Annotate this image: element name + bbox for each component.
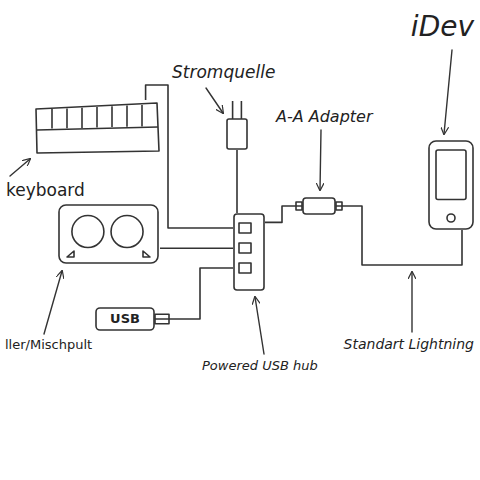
cable [160,248,233,250]
stick-label: USB [110,311,140,327]
callout-label: A-A Adapter [274,107,375,126]
keyboard-drawing: keyboard [33,100,161,155]
idevice: iDev [428,140,474,230]
leader-line [206,88,223,113]
adapter: A-A Adapter [302,197,336,215]
leader-line [411,272,412,332]
usb-hub-outline [233,213,265,291]
cable [236,150,238,213]
callout-label: Powered USB hub [200,358,320,374]
cable [336,206,462,265]
callout-label: iDev [409,10,476,44]
power-plug: Stromquelle [226,118,248,150]
cable-label: Standart Lightning [342,336,476,353]
callout-label: keyboard [4,180,87,200]
idevice-outline [428,140,474,230]
leader-line [320,130,321,190]
usb-stick: USB [95,307,155,331]
controller-drawing-outline [57,203,160,265]
cable [155,268,233,319]
cable [146,85,233,228]
usb-hub: Powered USB hub [233,213,265,291]
keyboard-drawing-outline [33,100,161,155]
power-plug-outline [226,118,248,150]
leader-line [10,159,30,176]
controller-drawing: ller/Mischpult [57,203,160,265]
leader-line [44,271,62,334]
adapter-outline [302,197,336,215]
callout-label: ller/Mischpult [3,337,94,353]
callout-label: Stromquelle [170,62,277,82]
leader-line [255,297,264,354]
leader-line [444,50,452,134]
